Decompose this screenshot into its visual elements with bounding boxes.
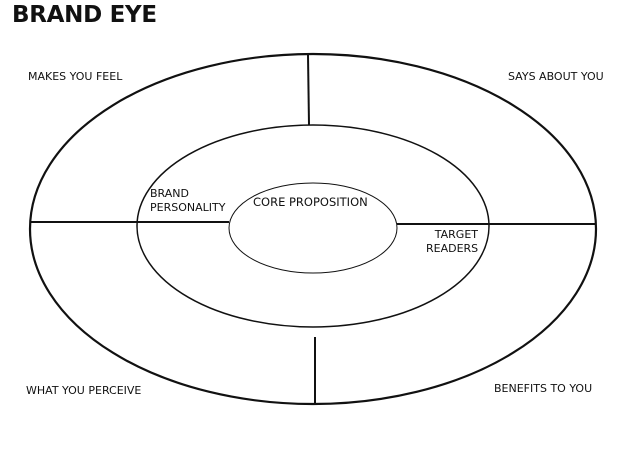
outer-ring bbox=[28, 52, 598, 406]
middle-ring bbox=[136, 124, 490, 328]
label-benefits-to-you: BENEFITS TO YOU bbox=[494, 382, 593, 395]
label-core-proposition: CORE PROPOSITION bbox=[253, 195, 368, 209]
core-ring bbox=[228, 182, 398, 274]
label-target-readers-line1: TARGET bbox=[434, 228, 478, 241]
divider-top bbox=[307, 54, 310, 126]
label-brand-personality-line1: BRAND bbox=[150, 187, 189, 200]
label-target-readers: TARGET READERS bbox=[426, 228, 478, 256]
label-what-you-perceive: WHAT YOU PERCEIVE bbox=[26, 384, 142, 397]
label-makes-you-feel: MAKES YOU FEEL bbox=[28, 70, 123, 83]
diagram-title: BRAND EYE bbox=[12, 2, 157, 28]
label-brand-personality-line2: PERSONALITY bbox=[150, 201, 226, 214]
label-brand-personality: BRAND PERSONALITY bbox=[150, 187, 225, 215]
label-says-about-you: SAYS ABOUT YOU bbox=[508, 70, 604, 83]
label-target-readers-line2: READERS bbox=[426, 242, 479, 255]
